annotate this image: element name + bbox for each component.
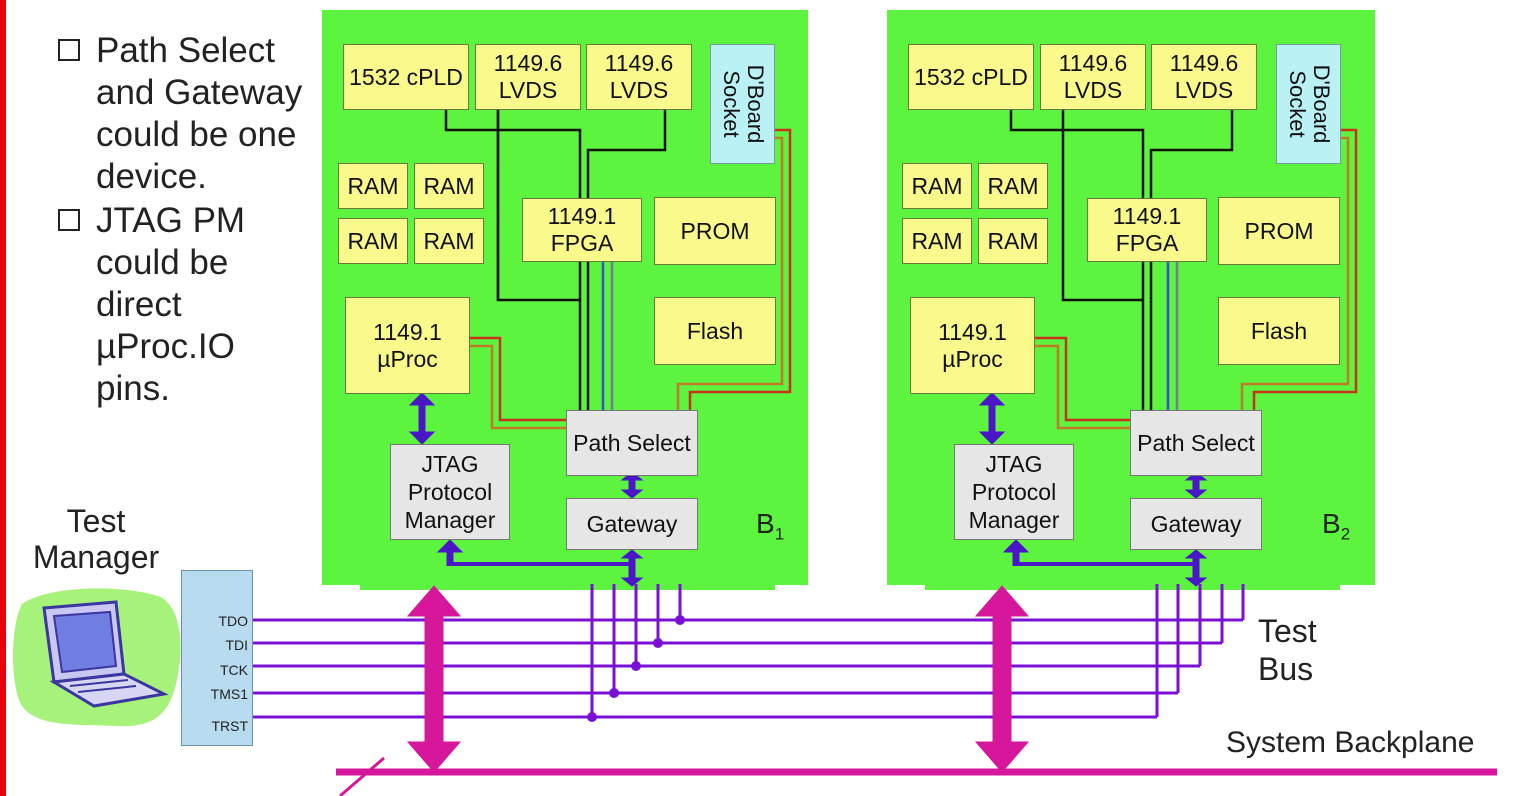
b2-lvds-b: 1149.6 LVDS	[1151, 44, 1257, 110]
b2-ram-4: RAM	[978, 218, 1048, 264]
b2-socket-label: D'Board Socket	[1284, 64, 1334, 144]
b1-fpga: 1149.1 FPGA	[522, 198, 642, 262]
b1-flash: Flash	[654, 297, 776, 365]
test-bus	[253, 584, 1245, 719]
b1-lvds-a: 1149.6 LVDS	[475, 44, 581, 110]
b2-label-sub: 2	[1340, 524, 1351, 544]
b2-board-label: B2	[1322, 508, 1350, 545]
note-2: JTAG PM could be direct µProc.IO pins.	[56, 200, 316, 410]
b1-ram-4: RAM	[414, 218, 484, 264]
b2-gateway: Gateway	[1130, 498, 1262, 550]
b1-board-label: B1	[756, 508, 784, 545]
b1-prom: PROM	[654, 197, 776, 265]
b1-path-select: Path Select	[566, 410, 698, 476]
b1-ram-3: RAM	[338, 218, 408, 264]
board-1-traces	[444, 110, 792, 430]
bus-junction-dots	[587, 615, 685, 722]
b2-uproc: 1149.1 µProc	[910, 297, 1035, 394]
note-1: Path Select and Gateway could be one dev…	[56, 30, 316, 198]
board-2-arrows	[978, 392, 1208, 587]
jtag-pin-header: TDO TDI TCK TMS1 TRST	[181, 570, 253, 746]
b1-cpld: 1532 cPLD	[343, 44, 469, 110]
laptop-icon	[13, 588, 181, 727]
checkbox-bullet-icon	[58, 39, 80, 61]
board-1-tab	[360, 585, 775, 590]
b1-label-text: B	[756, 508, 775, 539]
b1-lvds-b: 1149.6 LVDS	[586, 44, 692, 110]
b2-lvds-a: 1149.6 LVDS	[1040, 44, 1146, 110]
note-2-text: JTAG PM could be direct µProc.IO pins.	[96, 201, 246, 408]
b2-cpld: 1532 cPLD	[908, 44, 1034, 110]
b2-ram-1: RAM	[902, 163, 972, 209]
b2-ram-3: RAM	[902, 218, 972, 264]
b2-flash: Flash	[1218, 297, 1340, 365]
board-1-arrows	[408, 392, 644, 587]
test-bus-label: Test Bus	[1258, 613, 1317, 687]
b1-ram-1: RAM	[338, 163, 408, 209]
b2-jtag-protocol-manager: JTAG Protocol Manager	[954, 444, 1074, 540]
b1-dboard-socket: D'Board Socket	[710, 44, 775, 164]
board-2-tab	[925, 585, 1340, 590]
pin-trst: TRST	[211, 718, 248, 734]
b1-label-sub: 1	[774, 524, 785, 544]
b2-ram-2: RAM	[978, 163, 1048, 209]
left-red-rule	[0, 0, 6, 796]
b2-path-select: Path Select	[1130, 410, 1262, 476]
pin-tms1: TMS1	[210, 686, 248, 702]
pin-tdo: TDO	[218, 613, 248, 629]
b2-label-text: B	[1322, 508, 1341, 539]
notes: Path Select and Gateway could be one dev…	[56, 30, 316, 412]
system-backplane	[336, 585, 1497, 796]
b1-uproc: 1149.1 µProc	[345, 297, 470, 394]
note-1-text: Path Select and Gateway could be one dev…	[96, 31, 303, 196]
test-manager-label: Test Manager	[32, 503, 160, 575]
b2-prom: PROM	[1218, 197, 1340, 265]
pin-tdi: TDI	[225, 637, 248, 653]
pin-tck: TCK	[220, 662, 248, 678]
b1-socket-label: D'Board Socket	[718, 64, 768, 144]
b2-dboard-socket: D'Board Socket	[1276, 44, 1341, 164]
system-backplane-label: System Backplane	[1226, 726, 1475, 759]
b1-ram-2: RAM	[414, 163, 484, 209]
checkbox-bullet-icon	[58, 209, 80, 231]
b1-jtag-protocol-manager: JTAG Protocol Manager	[390, 444, 510, 540]
board-2-traces	[1009, 110, 1358, 430]
b2-fpga: 1149.1 FPGA	[1087, 198, 1207, 262]
b1-gateway: Gateway	[566, 498, 698, 550]
